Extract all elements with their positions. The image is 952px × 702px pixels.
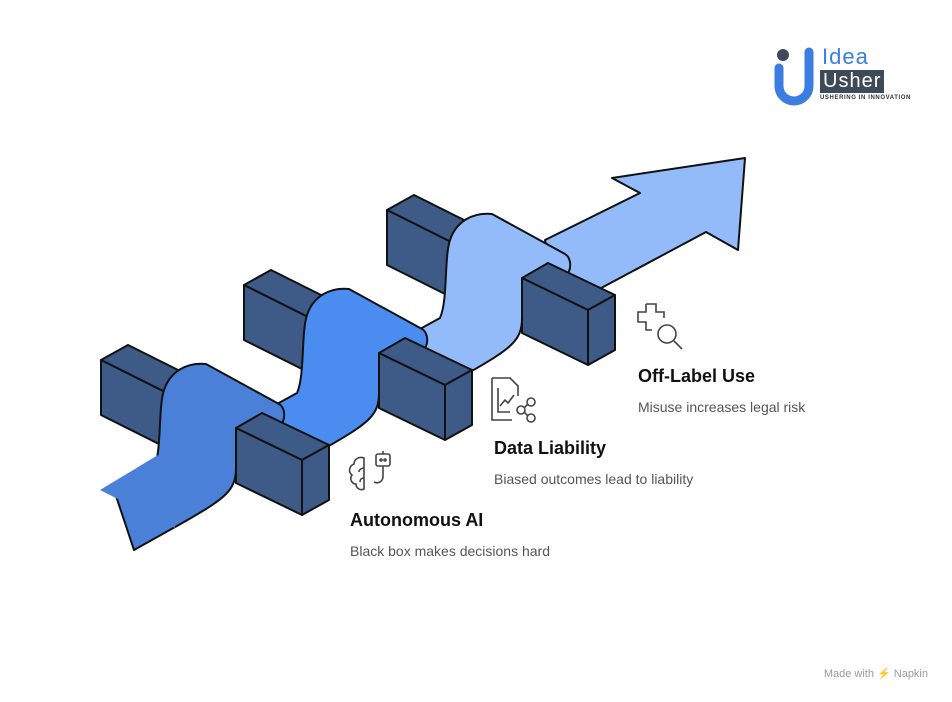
- icon-brain-robot: [348, 451, 391, 491]
- icon-chart-document-share: [491, 377, 536, 423]
- ribbon-segment: [256, 287, 429, 476]
- step-description: Biased outcomes lead to liability: [494, 471, 694, 487]
- ribbon-tail: [100, 455, 175, 528]
- logo-text-usher: Usher: [820, 70, 885, 93]
- block-end: [444, 369, 473, 441]
- logo-text-idea: Idea: [822, 44, 869, 69]
- block-end: [301, 444, 330, 516]
- made-with-napkin: Made with ⚡ Napkin: [823, 668, 928, 680]
- block-end: [587, 294, 616, 366]
- icon-medical-cross-search: [637, 303, 683, 350]
- step-title: Data Liability: [494, 438, 607, 458]
- step-title: Off-Label Use: [638, 366, 756, 386]
- idea-usher-logo: Idea Usher USHERING IN INNOVATION: [774, 44, 914, 106]
- step-description: Black box makes decisions hard: [350, 543, 550, 559]
- step-title: Autonomous AI: [350, 510, 484, 530]
- ribbon-segment: [399, 212, 572, 401]
- logo-tagline: USHERING IN INNOVATION: [820, 95, 911, 101]
- step-description: Misuse increases legal risk: [638, 399, 806, 415]
